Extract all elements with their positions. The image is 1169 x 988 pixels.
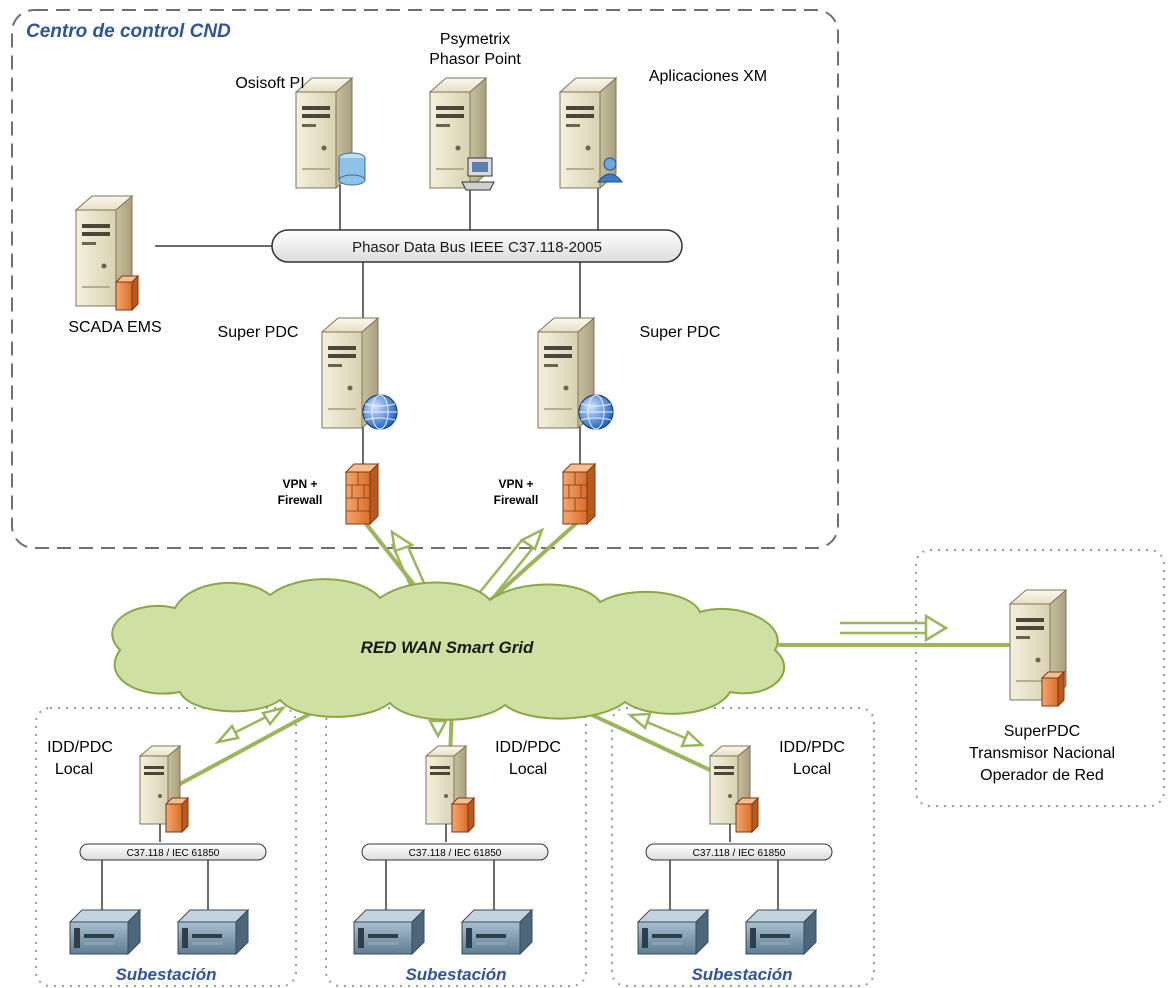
substation-3-title: Subestación — [691, 965, 792, 984]
pmu-device — [637, 909, 709, 955]
firewall-left-label-line1: VPN + — [282, 477, 317, 491]
substation-3-pdc-server — [709, 745, 759, 833]
psymetrix-server — [429, 77, 495, 191]
substation-3: IDD/PDC Local C37.118 / IEC 61850 Subest… — [637, 739, 845, 984]
computer-icon — [461, 157, 495, 191]
substation-region-1 — [35, 707, 297, 987]
control-center-title: Centro de control CND — [26, 21, 231, 42]
substation-1-bus-label: C37.118 / IEC 61850 — [127, 848, 220, 859]
substation-region-2 — [325, 707, 587, 987]
pmu-device — [745, 909, 817, 955]
remote-label-line2: Transmisor Nacional — [969, 745, 1115, 762]
pmu-device — [69, 909, 141, 955]
aplicaciones-xm-label: Aplicaciones XM — [649, 68, 767, 85]
substation-1-title: Subestación — [115, 965, 216, 984]
remote-superpdc-server — [1009, 589, 1067, 707]
firewall-right — [562, 463, 596, 525]
firewall-left-label-line2: Firewall — [278, 493, 323, 507]
substation-1-pdc-server — [139, 745, 189, 833]
osisoft-pi-label: Osisoft PI — [235, 75, 304, 92]
substation-2-pdc-label-line2: Local — [509, 761, 547, 778]
substation-1-pdc-label-line2: Local — [55, 761, 93, 778]
psymetrix-label-line2: Phasor Point — [429, 51, 521, 68]
substation-2-title: Subestación — [405, 965, 506, 984]
pmu-device — [353, 909, 425, 955]
remote-operator-region — [915, 549, 1165, 807]
super-pdc-left-server — [321, 317, 398, 430]
remote-label-line1: SuperPDC — [1004, 723, 1080, 740]
super-pdc-right-label: Super PDC — [640, 324, 721, 341]
substation-2-bus — [361, 843, 549, 861]
scada-ems-label: SCADA EMS — [68, 319, 161, 336]
super-pdc-right-server — [537, 317, 614, 430]
aplicaciones-xm-server — [559, 77, 624, 189]
firewall-icon — [1041, 671, 1065, 707]
firewall-left — [345, 463, 379, 525]
pmu-device — [177, 909, 249, 955]
scada-ems-server — [75, 195, 139, 311]
substation-3-bus — [645, 843, 833, 861]
globe-icon — [578, 394, 614, 430]
firewall-icon — [735, 797, 759, 833]
psymetrix-label-line1: Psymetrix — [440, 31, 510, 48]
super-pdc-left-label: Super PDC — [218, 324, 299, 341]
substation-2: IDD/PDC Local C37.118 / IEC 61850 Subest… — [353, 739, 561, 984]
substation-1-pdc-label-line1: IDD/PDC — [47, 739, 113, 756]
database-icon — [338, 152, 366, 186]
phasor-data-bus-label: Phasor Data Bus IEEE C37.118-2005 — [352, 239, 602, 256]
firewall-icon — [165, 797, 189, 833]
firewall-icon — [451, 797, 475, 833]
substation-1-bus — [79, 843, 267, 861]
globe-icon — [362, 394, 398, 430]
user-icon — [596, 157, 624, 183]
firewall-right-label-line2: Firewall — [494, 493, 539, 507]
firewall-right-label-line1: VPN + — [498, 477, 533, 491]
control-center-region — [11, 9, 839, 549]
osisoft-pi-server — [295, 77, 366, 189]
substation-1: IDD/PDC Local C37.118 / IEC 61850 Subest… — [47, 739, 267, 984]
control-links — [155, 185, 599, 465]
wan-cloud: RED WAN Smart Grid — [111, 578, 786, 721]
pmu-device — [461, 909, 533, 955]
substation-2-pdc-server — [425, 745, 475, 833]
substation-2-bus-label: C37.118 / IEC 61850 — [409, 848, 502, 859]
substation-3-pdc-label-line2: Local — [793, 761, 831, 778]
substation-2-pdc-label-line1: IDD/PDC — [495, 739, 561, 756]
substation-3-bus-label: C37.118 / IEC 61850 — [693, 848, 786, 859]
remote-label-line3: Operador de Red — [980, 767, 1104, 784]
firewall-icon — [115, 275, 139, 311]
substation-3-pdc-label-line1: IDD/PDC — [779, 739, 845, 756]
phasor-data-bus: Phasor Data Bus IEEE C37.118-2005 — [271, 229, 683, 263]
wan-cloud-label: RED WAN Smart Grid — [361, 638, 534, 657]
